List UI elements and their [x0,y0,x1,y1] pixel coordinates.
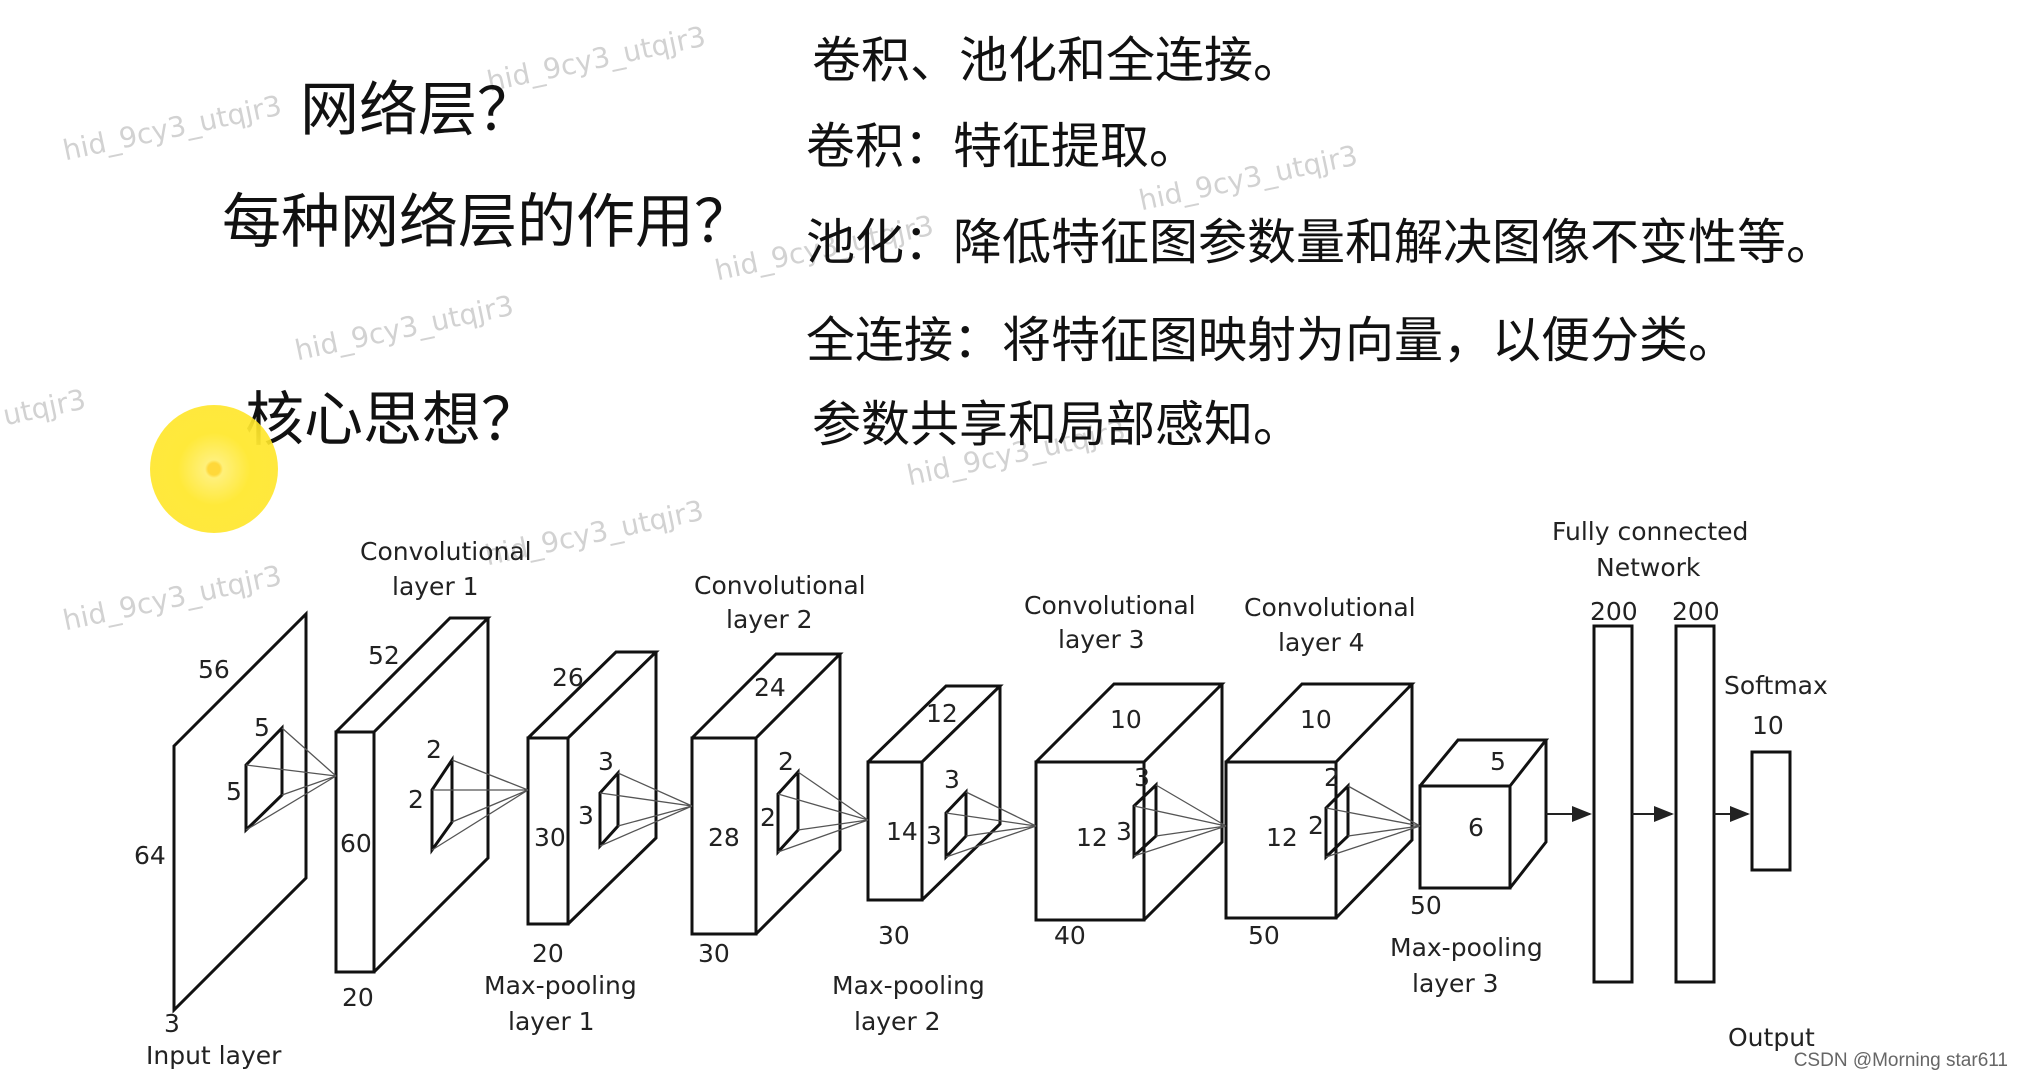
answer-layer-types: 卷积、池化和全连接。 [812,32,1303,89]
pool2-depth-label: 30 [878,921,910,950]
pool2-kernel-h-label: 3 [926,821,942,850]
softmax-title: Softmax [1724,671,1828,700]
pool2-kernel-w-label: 3 [944,765,960,794]
receptive-field-lines [245,727,1421,858]
answer-convolution: 卷积：特征提取。 [806,118,1199,175]
softmax-column [1750,750,1792,872]
conv2-title-line1: Convolutional [694,571,866,600]
pool3-height-label: 6 [1468,813,1484,842]
fc2-units-label: 200 [1672,597,1720,626]
conv2-size-label: 24 [754,673,786,702]
fc-column-2 [1674,624,1716,984]
conv2-kernel [776,768,800,856]
pool2-kernel [944,788,968,861]
conv4-kernel-w-label: 2 [1324,763,1340,792]
pool1-box [526,650,660,926]
conv3-box [1034,682,1226,922]
conv2-box [690,652,844,936]
conv1-height-label: 60 [340,829,372,858]
conv2-kernel-h-label: 2 [760,803,776,832]
input-kernel-h-label: 5 [226,777,242,806]
question-layer-roles: 每种网络层的作用？ [222,187,754,256]
conv2-depth-label: 30 [698,939,730,968]
conv3-title-line2: layer 3 [1058,625,1145,654]
pool2-size-label: 12 [926,699,958,728]
softmax-units-label: 10 [1752,711,1784,740]
pool1-title-line2: layer 1 [508,1007,595,1036]
conv3-title-line1: Convolutional [1024,591,1196,620]
conv2-height-label: 28 [708,823,740,852]
conv3-height-label: 12 [1076,823,1108,852]
conv1-kernel-w-label: 2 [426,735,442,764]
conv4-kernel-h-label: 2 [1308,811,1324,840]
conv3-kernel-w-label: 3 [1134,763,1150,792]
conv1-box [334,616,492,974]
pointer-highlight [150,405,278,533]
input-kernel-w-label: 5 [254,713,270,742]
pool2-title-line2: layer 2 [854,1007,941,1036]
conv3-depth-label: 40 [1054,921,1086,950]
pool1-depth-label: 20 [532,939,564,968]
conv4-box [1224,682,1416,920]
conv3-size-label: 10 [1110,705,1142,734]
pool2-title-line1: Max-pooling [832,971,985,1000]
pool3-title-line1: Max-pooling [1390,933,1543,962]
conv1-kernel-h-label: 2 [408,785,424,814]
pool1-kernel-h-label: 3 [578,801,594,830]
pool3-title-line2: layer 3 [1412,969,1499,998]
input-layer-title: Input layer [146,1041,282,1070]
pool2-box [866,684,1004,902]
pool1-height-label: 30 [534,823,566,852]
conv1-size-label: 52 [368,641,400,670]
fc1-units-label: 200 [1590,597,1638,626]
conv4-height-label: 12 [1266,823,1298,852]
pool3-size-label: 5 [1490,747,1506,776]
input-layer-shape [172,610,308,1014]
conv1-title-line1: Convolutional [360,537,532,566]
fc-title-line2: Network [1596,553,1701,582]
fc-title-line1: Fully connected [1552,517,1748,546]
conv4-depth-label: 50 [1248,921,1280,950]
conv2-title-line2: layer 2 [726,605,813,634]
input-depth-label: 3 [164,1009,180,1038]
pool3-depth-label: 50 [1410,891,1442,920]
conv1-depth-label: 20 [342,983,374,1012]
answer-core-idea: 参数共享和局部感知。 [812,396,1303,453]
conv3-kernel-h-label: 3 [1116,817,1132,846]
footer-credit: CSDN @Morning star611 [1793,1050,2008,1071]
input-width-label: 56 [198,655,230,684]
pool3-box [1418,738,1550,890]
pool1-kernel-w-label: 3 [598,747,614,776]
pool2-height-label: 14 [886,817,918,846]
output-label: Output [1728,1023,1815,1052]
pool1-kernel [598,769,620,850]
input-kernel-square [244,724,284,834]
fc-column-1 [1592,624,1634,984]
conv1-title-line2: layer 1 [392,572,479,601]
pool1-size-label: 26 [552,663,584,692]
conv2-kernel-w-label: 2 [778,747,794,776]
conv1-kernel [430,755,454,855]
conv4-title-line1: Convolutional [1244,593,1416,622]
conv4-title-line2: layer 4 [1278,628,1365,657]
question-network-layers: 网络层？ [300,75,537,144]
question-core-idea: 核心思想？ [245,385,541,454]
answer-pooling: 池化：降低特征图参数量和解决图像不变性等。 [806,214,1836,271]
pool1-title-line1: Max-pooling [484,971,637,1000]
conv4-size-label: 10 [1300,705,1332,734]
answer-fully-connected: 全连接：将特征图映射为向量，以便分类。 [806,312,1738,369]
input-height-label: 64 [134,841,166,870]
